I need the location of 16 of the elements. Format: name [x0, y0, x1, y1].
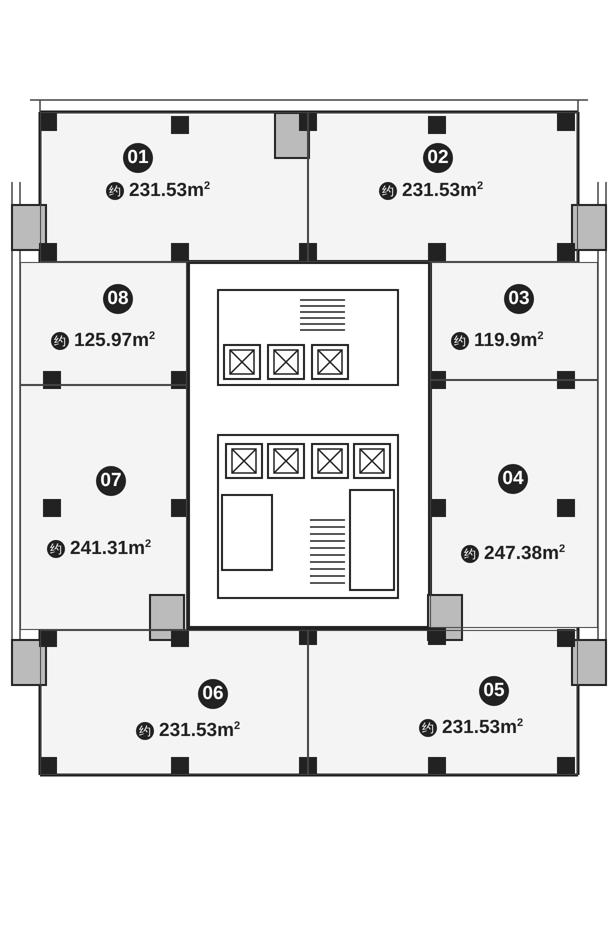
area-label: 231.53m$^{2}$ [402, 180, 484, 202]
unit-room [20, 262, 187, 385]
area-label: 247.38m$^{2}$ [484, 542, 566, 566]
area-label: 231.53m$^{2}$ [159, 720, 240, 742]
area-label: 231.53m$^{2}$ [442, 716, 524, 740]
unit-room [308, 112, 578, 262]
area-label: 119.9m$^{2}$ [474, 330, 544, 352]
area-label: 125.97m$^{2}$ [74, 330, 156, 352]
unit-room [40, 112, 308, 262]
unit-room [430, 262, 598, 380]
area-label: 241.31m$^{2}$ [70, 538, 152, 560]
unit-room [308, 630, 578, 775]
unit-room [20, 385, 187, 630]
area-label: 231.53m$^{2}$ [129, 180, 210, 202]
unit-room [430, 380, 598, 628]
unit-room [40, 630, 308, 775]
